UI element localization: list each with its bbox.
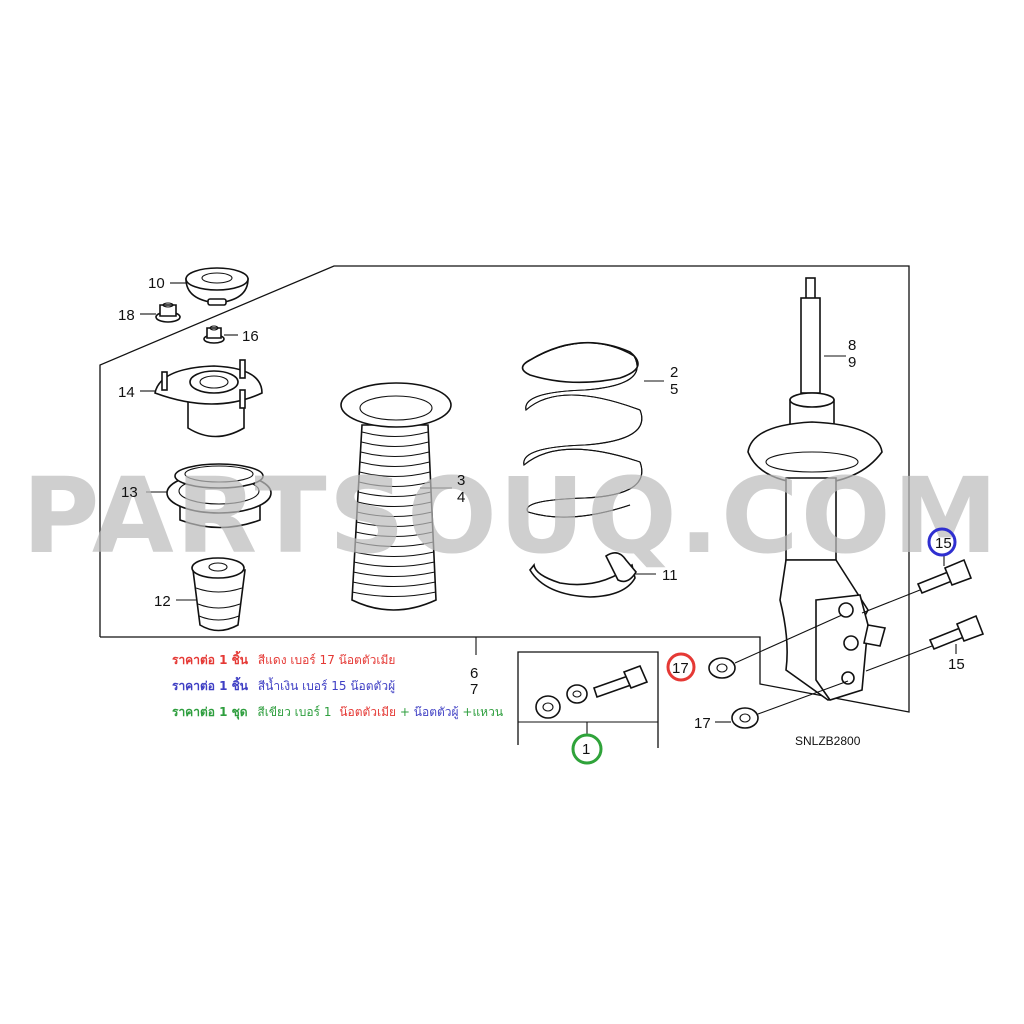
highlight-circle-1 [571, 733, 603, 765]
boot-rib [359, 471, 431, 477]
boot-rib [353, 561, 435, 568]
assembly-frame [99, 265, 910, 713]
watermark: PARTSOUQ.COM [22, 455, 1000, 577]
note-3-red: น๊อตตัวเมีย [339, 705, 396, 719]
note-3-plus: + [400, 705, 410, 719]
callout-13: 13 [121, 484, 138, 501]
leader-15a-to-strut [861, 589, 921, 614]
note-line-1: ราคาต่อ 1 ชิ้น สีแดง เบอร์ 17 น๊อตตัวเมี… [172, 650, 395, 667]
boot-rib [357, 501, 432, 507]
note-1-prefix: ราคาต่อ 1 ชิ้น [172, 650, 249, 667]
boot-rib [358, 481, 431, 487]
callout-1: 1 [582, 741, 590, 758]
callout-8: 8 [848, 337, 856, 354]
callout-9: 9 [848, 354, 856, 371]
callout-2: 2 [670, 364, 678, 381]
part-17-nut-lower [731, 707, 759, 729]
callout-5: 5 [670, 381, 678, 398]
boot-rib [355, 541, 434, 547]
note-line-2: ราคาต่อ 1 ชิ้น สีน้ำเงิน เบอร์ 15 น๊อตตั… [172, 676, 395, 694]
callout-16: 16 [242, 328, 259, 345]
note-3-prefix: ราคาต่อ 1 ชุด [172, 705, 248, 720]
note-line-3: ราคาต่อ 1 ชุด สีเขียว เบอร์ 1 น๊อตตัวเมี… [172, 705, 503, 720]
part-1-nut [535, 695, 561, 719]
boot-rib [358, 491, 432, 497]
boot-rib [361, 441, 429, 447]
callout-11: 11 [662, 567, 678, 584]
part-15-bolt-upper [916, 558, 973, 595]
part-18-nut [155, 302, 181, 323]
note-2-prefix: ราคาต่อ 1 ชิ้น [172, 676, 249, 693]
diagram-code: SNLZB2800 [795, 734, 861, 748]
highlight-circle-15 [927, 527, 957, 557]
callout-17-lower: 17 [694, 715, 711, 732]
part-13-bearing [166, 463, 272, 529]
boot-rib [351, 591, 437, 598]
boot-rib [353, 571, 436, 578]
note-3-blue: น๊อตตัวผู้ [414, 705, 459, 720]
part-14-mount [154, 359, 263, 438]
part-3-4-boot [340, 382, 452, 611]
boot-rib [356, 521, 433, 527]
part-16-nut [203, 325, 225, 344]
callout-18: 18 [118, 307, 135, 324]
callout-17-upper: 17 [672, 660, 689, 677]
callout-6: 6 [470, 665, 478, 682]
callout-15-lower: 15 [948, 656, 965, 673]
part-2-5-spring [521, 341, 643, 518]
note-2-text: สีน้ำเงิน เบอร์ 15 น๊อตตัวผู้ [258, 677, 395, 694]
callout-10: 10 [148, 275, 165, 292]
subset-frame [517, 651, 659, 748]
part-12-bumpstop [191, 557, 246, 632]
callout-14: 14 [118, 384, 135, 401]
leader-15b-to-strut [865, 645, 933, 672]
part-10-cap [185, 267, 249, 306]
boot-rib [352, 581, 436, 588]
leader-17a [734, 614, 843, 664]
part-17-nut-upper [708, 657, 736, 679]
part-1-washer [566, 684, 588, 704]
callout-3: 3 [457, 472, 465, 489]
highlight-circle-17 [666, 652, 696, 682]
boot-rib [360, 451, 430, 457]
part-1-bolt [592, 664, 649, 699]
part-8-9-strut [747, 277, 887, 701]
boot-rib [355, 531, 434, 537]
callout-7: 7 [470, 681, 478, 698]
boot-rib [361, 431, 429, 437]
callout-15-upper: 15 [935, 535, 952, 552]
note-3-washer: +แหวน [462, 705, 503, 719]
part-15-bolt-lower [928, 614, 985, 651]
boot-rib [356, 511, 433, 517]
boot-rib [354, 551, 435, 557]
note-1-text: สีแดง เบอร์ 17 น๊อตตัวเมีย [258, 653, 396, 667]
part-11-seat [529, 552, 637, 598]
callout-4: 4 [457, 489, 465, 506]
callout-12: 12 [154, 593, 171, 610]
note-3-green: สีเขียว เบอร์ 1 [257, 705, 331, 719]
leader-17b-to-strut [757, 680, 849, 715]
boot-rib [359, 461, 430, 467]
